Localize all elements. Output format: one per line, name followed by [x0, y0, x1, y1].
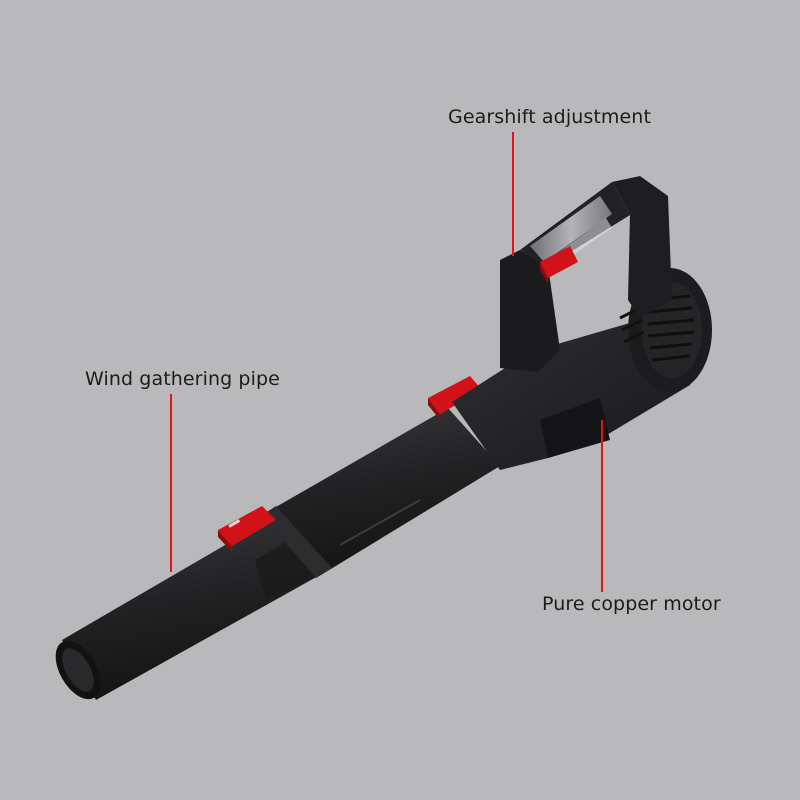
gearshift-leader-line	[512, 132, 514, 256]
wind-gathering-pipe-label: Wind gathering pipe	[85, 368, 280, 390]
gearshift-adjustment-label: Gearshift adjustment	[448, 106, 651, 128]
handle	[500, 176, 672, 372]
pipe-lock-clip-rear	[428, 376, 482, 420]
wind-gathering-pipe	[55, 520, 322, 700]
pipe-lock-clip-front	[218, 506, 276, 552]
motor-housing	[452, 268, 712, 470]
mid-tube	[262, 408, 500, 578]
gearshift-button	[540, 246, 578, 284]
motor-leader-line	[601, 420, 603, 592]
pure-copper-motor-label: Pure copper motor	[542, 593, 721, 615]
wind-pipe-leader-line	[170, 394, 172, 572]
